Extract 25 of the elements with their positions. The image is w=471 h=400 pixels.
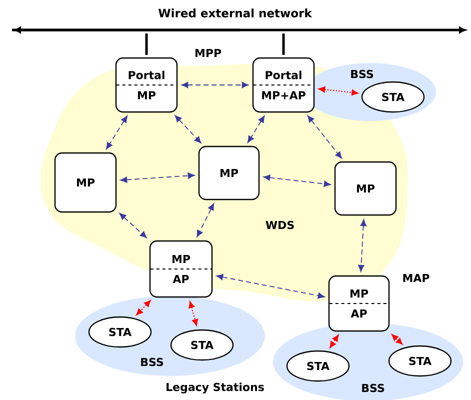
link-arrow [330,334,339,348]
mesh-point-box: Portal MP+AP [252,57,315,113]
link-arrow [181,82,249,88]
link-arrow [188,301,198,326]
mesh-point-box: MP [334,161,397,216]
link-arrow [119,212,147,238]
link-arrow [174,115,202,144]
link-arrow [391,334,403,345]
side-label: Legacy Stations [166,382,264,394]
mesh-point-box: Portal MP [115,57,178,113]
side-label: MPP [195,49,222,57]
link-arrow [136,300,151,316]
link-arrow [106,116,128,150]
wired-network-line: Wired external network [12,8,466,34]
mesh-point-box: MP [54,152,117,213]
link-arrow [263,174,331,187]
link-arrow [307,115,342,159]
mesh-point-box: MP AP [328,275,390,332]
link-arrow [216,274,325,299]
link-arrow [358,219,366,272]
link-arrow [120,172,195,183]
link-arrow [247,116,265,143]
mesh-point-box: MP [198,146,260,200]
link-arrow [196,203,214,238]
link-arrow [318,86,358,96]
